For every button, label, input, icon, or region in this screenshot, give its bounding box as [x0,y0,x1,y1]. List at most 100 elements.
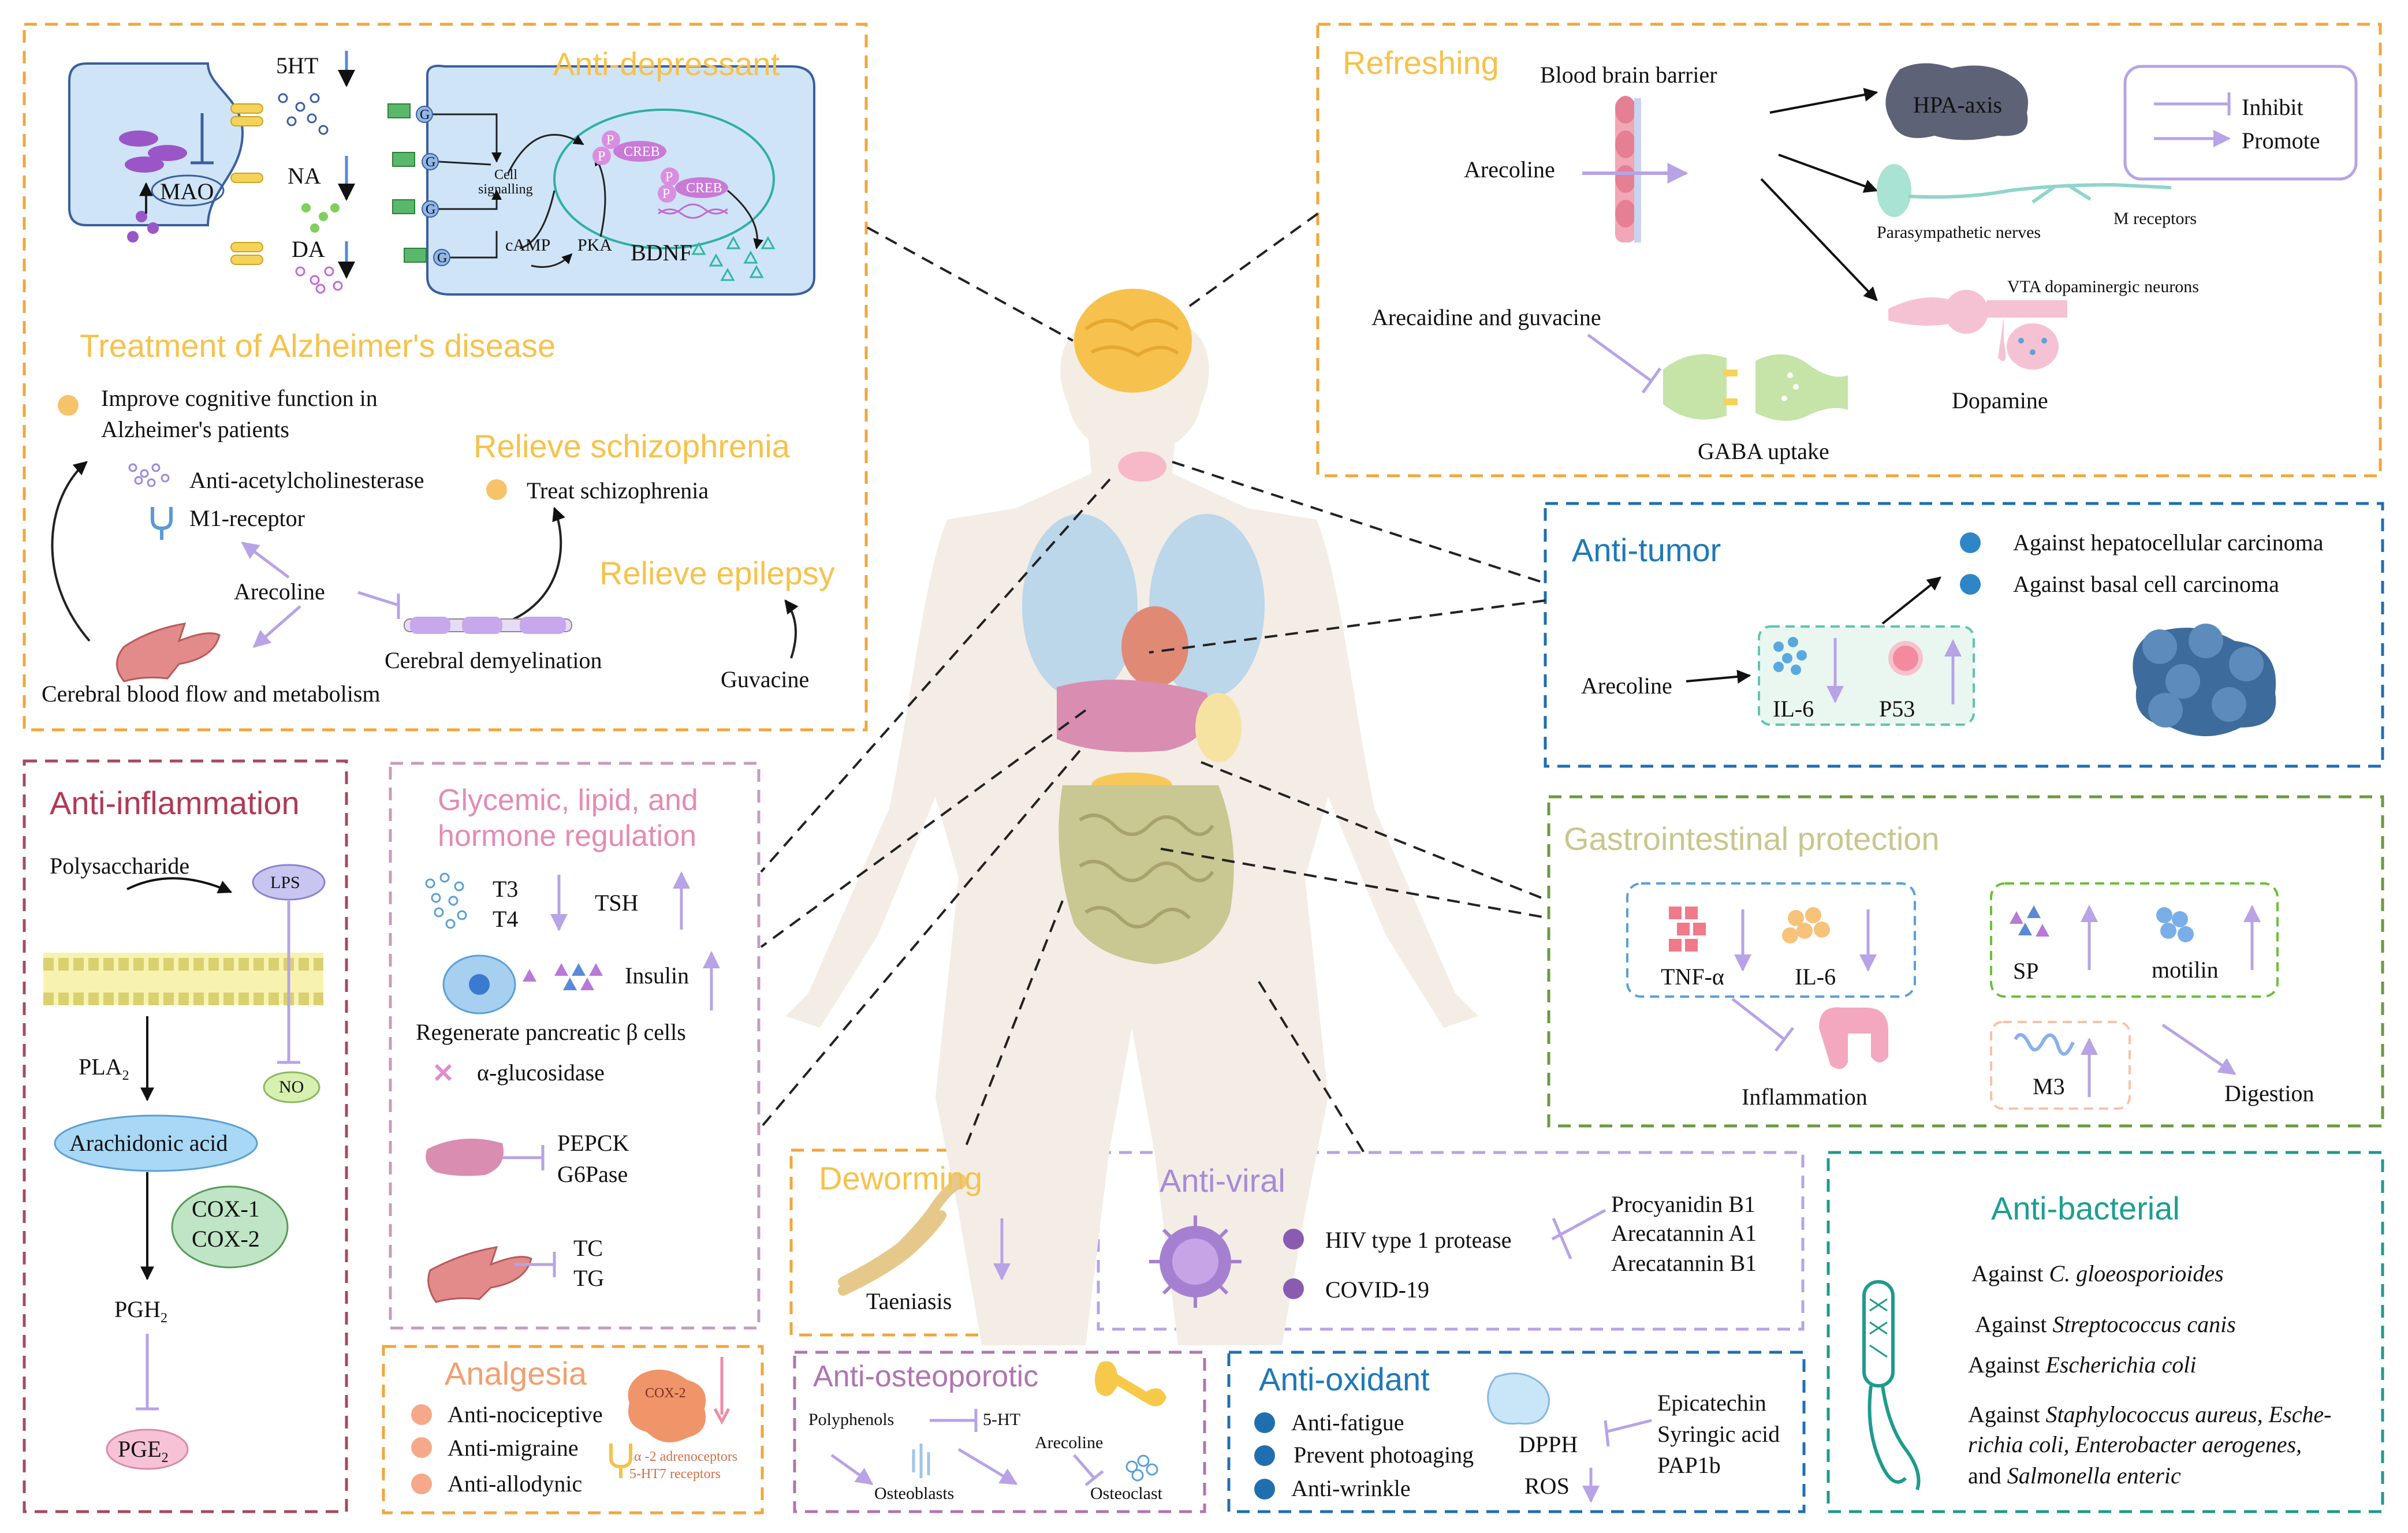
glycemic-title-2: hormone regulation [438,819,697,853]
bacterial-staph-2: richia coli, Enterobacter aerogenes, [1968,1431,2302,1457]
gastro-sp: SP [2013,958,2039,984]
lung-left [1022,514,1138,699]
hpa-axis-shape [1885,63,2028,140]
label-pka: PKA [577,236,613,255]
label-p-4: P [662,187,670,202]
bacterial-salmonella: and Salmonella enteric [1968,1463,2181,1489]
label-da: DA [292,236,325,262]
virus-icon [1149,1215,1242,1308]
anti-viral-procyanidin: Procyanidin B1 [1611,1191,1755,1217]
sp-motilin-box [1990,882,2279,998]
schizophrenia-title: Relieve schizophrenia [474,428,790,464]
refreshing-para: Parasympathetic nerves [1877,223,2041,242]
bacterial-staph: Against Staphylococcus aureus, Esche- [1968,1401,2332,1427]
label-mao: MAO [160,178,214,204]
alzheimer-m1: M1-receptor [189,505,305,531]
refreshing-arecaidine: Arecaidine and guvacine [1371,304,1601,330]
p53-icon [1888,641,1923,676]
osteo-osteoblasts: Osteoblasts [874,1484,955,1503]
osteo-5ht: 5-HT [983,1410,1020,1429]
box-anti-oxidant [1227,1351,1806,1513]
refreshing-m-receptors: M receptors [2113,209,2197,228]
alzheimer-acetyl: Anti-acetylcholinesterase [189,467,424,493]
label-creb-1: CREB [624,144,660,159]
alzheimer-improve-1: Improve cognitive function in [101,385,378,411]
deworming-title: Deworming [819,1160,983,1196]
motilin-cluster [2156,907,2194,942]
thyroid [1118,452,1166,482]
cox-oval [171,1185,289,1269]
m3-box [1990,1021,2131,1110]
label-cell: Cell [494,167,517,182]
presynaptic-cell [68,62,244,226]
t3-dots [425,872,467,929]
legend-inhibit: Inhibit [2242,94,2303,120]
label-5ht: 5HT [276,53,319,79]
anti-tumor-il6: IL-6 [1773,696,1814,722]
il6-dots [1773,637,1807,675]
blood-vessel [116,622,221,682]
schizophrenia-treat: Treat schizophrenia [527,478,709,503]
label-bdnf: BDNF [631,240,692,266]
oxidant-ros: ROS [1524,1473,1570,1499]
anti-tumor-hcc: Against hepatocellular carcinoma [2013,529,2324,555]
oxidant-pap1b: PAP1b [1657,1452,1721,1478]
transporters [230,103,263,265]
box-analgesia [382,1345,764,1515]
box-anti-viral [1097,1151,1805,1331]
oxidant-fatigue: Anti-fatigue [1291,1409,1404,1435]
anti-oxidant-title: Anti-oxidant [1259,1361,1430,1397]
label-g-1: G [420,107,430,122]
osteoclast-icon [1125,1454,1158,1482]
glycemic-title-1: Glycemic, lipid, and [438,784,698,817]
osteo-arecoline: Arecoline [1035,1433,1104,1452]
acetyl-dots [128,463,170,487]
receptors [387,103,427,263]
label-camp: cAMP [505,236,551,255]
pge2-oval [106,1428,189,1470]
m3-icon [2014,1033,2075,1056]
bbb-cells [1615,96,1641,243]
liver-icon [426,1139,504,1176]
refreshing-bbb: Blood brain barrier [1540,62,1717,88]
osteo-osteoclast: Osteoclast [1090,1484,1162,1503]
brain [1074,289,1192,393]
neurotransmitters-5ht [278,93,329,135]
neurotransmitters-da [295,266,343,294]
bacterial-c-gloeo: Against C. gloeosporioides [1971,1260,2224,1286]
label-p-2: P [606,133,614,148]
insulin-triangles [554,963,603,990]
box-anti-depressant [23,23,868,732]
inflammation-no: NO [279,1077,304,1096]
refreshing-title: Refreshing [1343,44,1499,81]
anti-viral-hiv: HIV type 1 protease [1325,1227,1512,1253]
label-g-2: G [426,155,436,170]
anti-bacterial-title: Anti-bacterial [1991,1190,2180,1226]
analgesia-ht7: 5-HT7 receptors [629,1467,721,1482]
gastro-inflammation: Inflammation [1742,1084,1867,1110]
refreshing-gaba: GABA uptake [1698,438,1829,464]
inflammation-cox1: COX-1 [192,1196,260,1222]
analgesia-cox2: COX-2 [645,1386,686,1401]
mao-organelles [119,130,187,243]
neurotransmitters-na [301,203,340,233]
g-proteins [416,106,450,266]
inflammation-lps: LPS [270,873,300,892]
glycemic-tc: TC [573,1235,603,1261]
bullet-alzheimer [58,395,79,416]
epilepsy-title: Relieve epilepsy [599,555,835,591]
anti-osteoporotic-title: Anti-osteoporotic [813,1360,1039,1393]
tnf-squares [1669,907,1706,952]
legend-promote: Promote [2242,128,2320,154]
anti-tumor-arecoline: Arecoline [1581,673,1672,699]
box-glycemic [389,762,761,1330]
anti-viral-arecatannin-a1: Arecatannin A1 [1611,1220,1757,1246]
glycemic-tsh: TSH [595,890,639,916]
label-creb-2: CREB [686,181,722,196]
heart [1121,606,1188,687]
alzheimer-arecoline: Arecoline [234,579,325,605]
bacterial-ecoli: Against Escherichia coli [1968,1352,2197,1378]
label-na: NA [288,163,321,189]
alzheimer-blood-flow: Cerebral blood flow and metabolism [42,681,381,707]
